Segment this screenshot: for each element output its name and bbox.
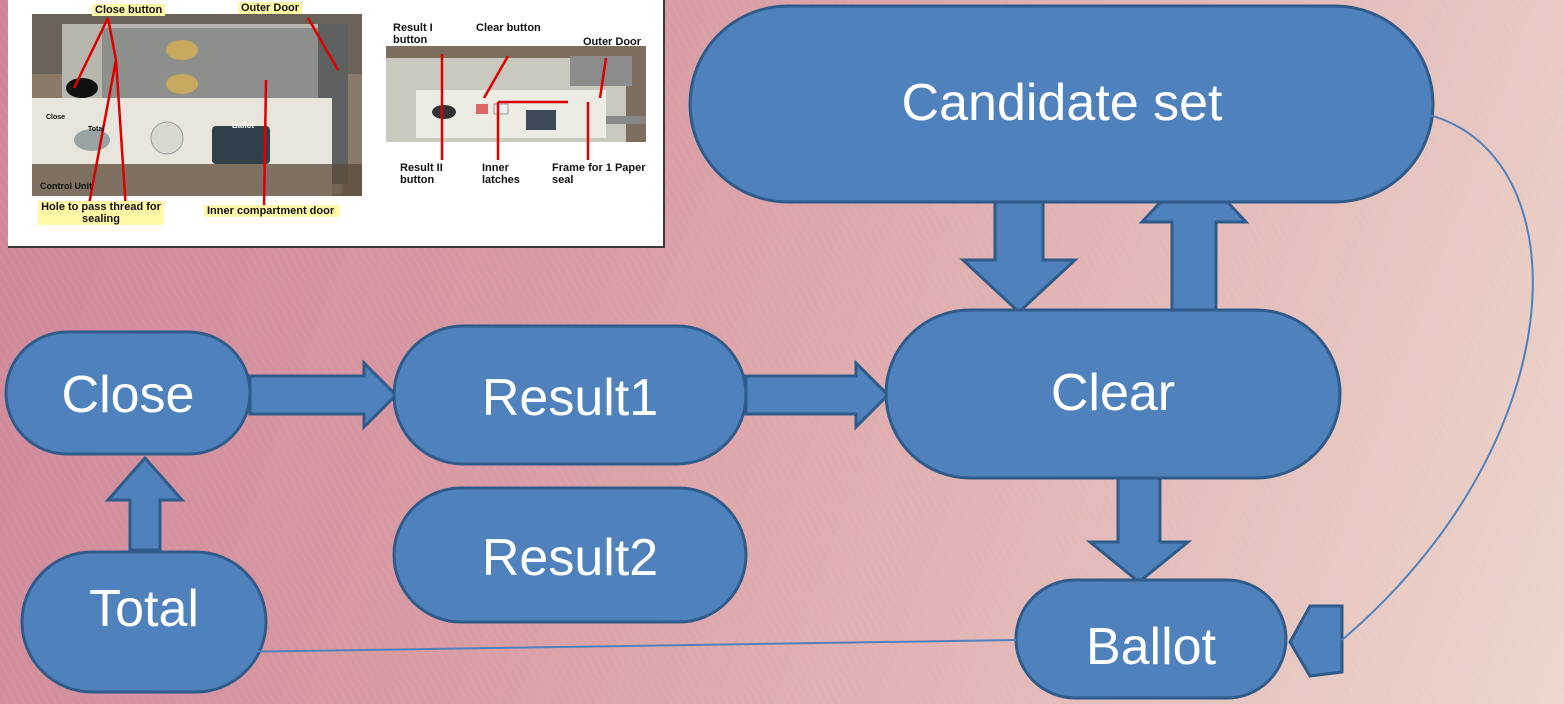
arrow-into-ballot <box>1288 604 1344 678</box>
arrow-result1-to-clear <box>744 359 891 431</box>
caption-clear-button: Clear button <box>476 22 541 34</box>
caption-total: Total <box>88 126 105 133</box>
caption-close-button: Close button <box>92 4 166 16</box>
node-close <box>4 330 252 456</box>
caption-result-ii-button: Result II button <box>400 162 443 186</box>
control-unit-image-right <box>386 46 646 142</box>
arrow-close-to-result1 <box>248 359 399 431</box>
caption-ballot: Ballot <box>232 121 255 130</box>
caption-result-i-button: Result I button <box>393 22 433 46</box>
control-unit-photo: Close button Outer Door Close Total Ball… <box>8 0 665 248</box>
node-close-label: Close <box>62 366 195 424</box>
arrow-total-to-close <box>104 455 186 552</box>
caption-outer-door-right: Outer Door <box>583 36 642 48</box>
caption-outer-door-left: Outer Door <box>238 2 303 14</box>
node-total <box>20 550 268 694</box>
node-result2 <box>392 486 748 624</box>
caption-inner-compartment-door: Inner compartment door <box>204 205 340 217</box>
control-unit-image-left <box>32 14 362 196</box>
caption-close: Close <box>46 114 66 121</box>
node-ballot-label: Ballot <box>1086 618 1217 676</box>
caption-hole-thread: Hole to pass thread for sealing <box>38 201 164 225</box>
node-clear <box>884 308 1342 480</box>
node-clear-label: Clear <box>1051 364 1175 422</box>
caption-control-unit: Control Unit <box>40 181 92 191</box>
photo-callout-lines <box>72 17 608 211</box>
caption-inner-latches: Inner latches <box>482 162 520 186</box>
node-candidate-set <box>688 4 1435 204</box>
node-total-label: Total <box>89 580 199 638</box>
node-result1 <box>392 324 748 466</box>
node-result1-label: Result1 <box>482 369 658 427</box>
node-candidate-set-label: Candidate set <box>902 74 1223 132</box>
connector-candidate-to-ballot <box>1341 108 1534 641</box>
node-ballot <box>1014 578 1288 700</box>
connector-ballot-to-total <box>231 639 1017 653</box>
node-result2-label: Result2 <box>482 529 658 587</box>
caption-frame-paper-seal: Frame for 1 Paper seal <box>552 162 646 186</box>
